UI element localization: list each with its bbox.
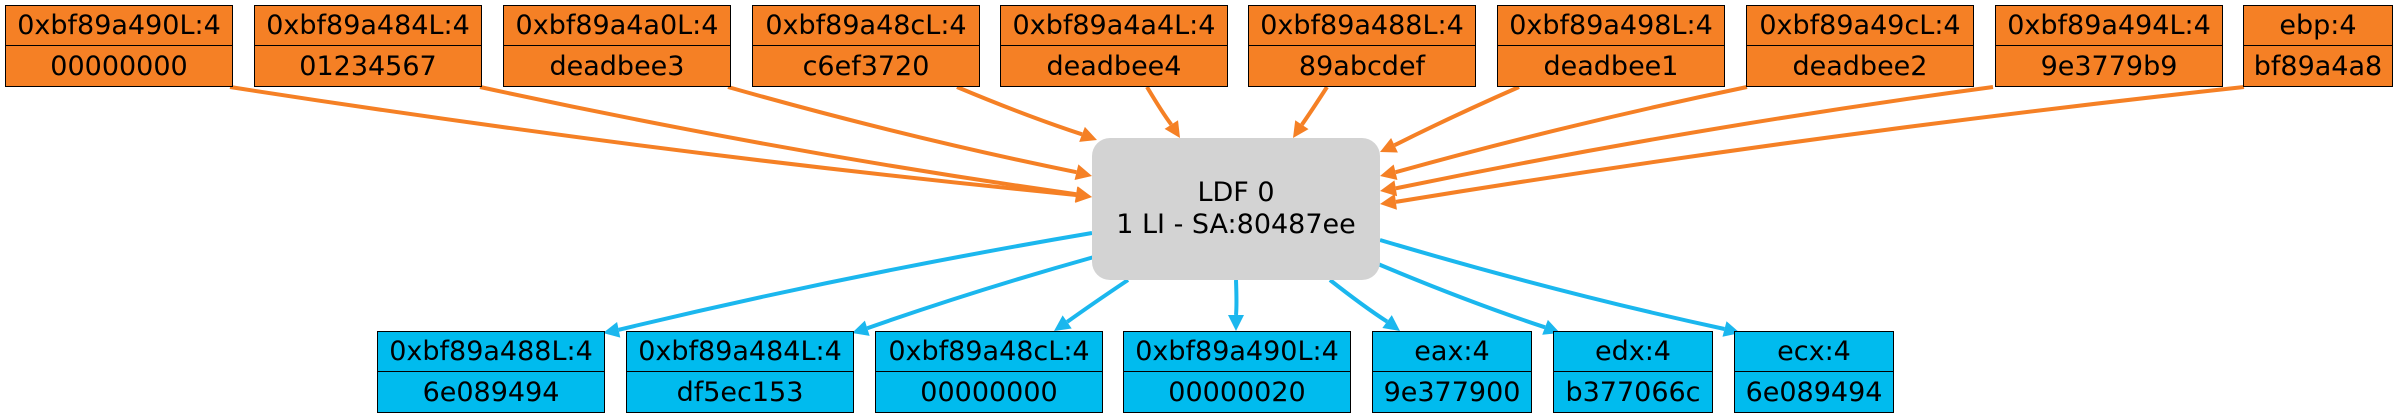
input-node-3[interactable]: 0xbf89a48cL:4 c6ef3720 <box>752 5 980 87</box>
output-node-6[interactable]: ecx:4 6e089494 <box>1734 331 1894 413</box>
output-node-label: 0xbf89a48cL:4 <box>876 332 1102 372</box>
input-node-value: 9e3779b9 <box>2040 50 2178 82</box>
input-node-value: deadbee4 <box>1046 50 1182 82</box>
input-node-label: 0xbf89a484L:4 <box>255 6 481 46</box>
center-node-subtitle: 1 LI - SA:80487ee <box>1116 209 1356 240</box>
input-node-4[interactable]: 0xbf89a4a4L:4 deadbee4 <box>1000 5 1228 87</box>
input-node-value: bf89a4a8 <box>2253 50 2383 82</box>
output-node-4[interactable]: eax:4 9e377900 <box>1372 331 1532 413</box>
input-edge-6 <box>1393 85 1520 148</box>
input-node-7[interactable]: 0xbf89a49cL:4 deadbee2 <box>1746 5 1974 87</box>
input-edge-4 <box>1145 85 1173 126</box>
input-edge-arrowhead-4 <box>1164 120 1180 138</box>
input-node-0[interactable]: 0xbf89a490L:4 00000000 <box>5 5 233 87</box>
output-node-label: 0xbf89a490L:4 <box>1124 332 1350 372</box>
output-edge-6 <box>1379 238 1725 331</box>
input-node-label: 0xbf89a490L:4 <box>6 6 232 46</box>
output-node-2[interactable]: 0xbf89a48cL:4 00000000 <box>875 331 1103 413</box>
input-node-label: 0xbf89a498L:4 <box>1498 6 1724 46</box>
input-edge-arrowhead-1 <box>1074 186 1092 203</box>
output-node-value: 6e089494 <box>1745 376 1883 408</box>
output-node-1[interactable]: 0xbf89a484L:4 df5ec153 <box>626 331 854 413</box>
output-node-3[interactable]: 0xbf89a490L:4 00000020 <box>1123 331 1351 413</box>
input-edge-9 <box>1395 85 2245 204</box>
input-node-1[interactable]: 0xbf89a484L:4 01234567 <box>254 5 482 87</box>
output-edge-0 <box>618 231 1093 332</box>
input-node-label: ebp:4 <box>2244 6 2392 46</box>
output-node-0[interactable]: 0xbf89a488L:4 6e089494 <box>377 331 605 413</box>
input-edge-5 <box>1300 85 1329 126</box>
input-node-2[interactable]: 0xbf89a4a0L:4 deadbee3 <box>503 5 731 87</box>
input-node-label: 0xbf89a48cL:4 <box>753 6 979 46</box>
input-node-value: 00000000 <box>50 50 188 82</box>
output-node-label: edx:4 <box>1554 332 1712 372</box>
output-node-value: b377066c <box>1565 376 1701 408</box>
output-node-value: df5ec153 <box>676 376 804 408</box>
input-node-5[interactable]: 0xbf89a488L:4 89abcdef <box>1248 5 1476 87</box>
input-node-label: 0xbf89a49cL:4 <box>1747 6 1973 46</box>
output-node-value: 9e377900 <box>1383 376 1521 408</box>
output-node-label: ecx:4 <box>1735 332 1893 372</box>
output-node-value: 00000020 <box>1168 376 1306 408</box>
input-edge-8 <box>1395 85 1994 191</box>
input-edge-arrowhead-3 <box>1079 126 1097 142</box>
output-node-5[interactable]: edx:4 b377066c <box>1553 331 1713 413</box>
input-node-6[interactable]: 0xbf89a498L:4 deadbee1 <box>1497 5 1725 87</box>
output-edge-4 <box>1328 278 1389 324</box>
output-edge-arrowhead-0 <box>603 321 621 338</box>
input-node-value: deadbee3 <box>549 50 685 82</box>
output-node-label: eax:4 <box>1373 332 1531 372</box>
input-node-value: 01234567 <box>299 50 437 82</box>
input-node-value: deadbee1 <box>1543 50 1679 82</box>
input-edge-arrowhead-9 <box>1380 193 1397 210</box>
input-node-value: deadbee2 <box>1792 50 1928 82</box>
input-edge-arrowhead-2 <box>1074 164 1092 180</box>
output-node-value: 00000000 <box>920 376 1058 408</box>
output-node-value: 6e089494 <box>422 376 560 408</box>
output-edge-arrowhead-3 <box>1228 315 1244 331</box>
output-node-label: 0xbf89a488L:4 <box>378 332 604 372</box>
output-edge-2 <box>1066 278 1130 324</box>
input-edge-1 <box>479 85 1077 197</box>
input-edge-0 <box>229 85 1077 197</box>
input-node-label: 0xbf89a494L:4 <box>1996 6 2222 46</box>
output-edge-arrowhead-2 <box>1054 315 1072 331</box>
center-node-ldf[interactable]: LDF 0 1 LI - SA:80487ee <box>1092 138 1380 280</box>
center-node-title: LDF 0 <box>1197 176 1275 208</box>
input-node-label: 0xbf89a4a4L:4 <box>1001 6 1227 46</box>
input-node-label: 0xbf89a4a0L:4 <box>504 6 730 46</box>
input-edge-arrowhead-5 <box>1293 120 1309 138</box>
input-edge-7 <box>1395 85 1748 175</box>
input-node-value: 89abcdef <box>1298 50 1426 82</box>
input-node-label: 0xbf89a488L:4 <box>1249 6 1475 46</box>
output-node-label: 0xbf89a484L:4 <box>627 332 853 372</box>
input-node-9[interactable]: ebp:4 bf89a4a8 <box>2243 5 2393 87</box>
output-edge-arrowhead-4 <box>1382 315 1400 331</box>
input-node-8[interactable]: 0xbf89a494L:4 9e3779b9 <box>1995 5 2223 87</box>
input-edge-arrowhead-7 <box>1380 164 1398 181</box>
input-edge-2 <box>727 85 1077 175</box>
output-edge-1 <box>866 255 1095 331</box>
input-edge-arrowhead-6 <box>1380 137 1398 153</box>
input-edge-3 <box>956 85 1083 137</box>
input-node-value: c6ef3720 <box>802 50 930 82</box>
output-edge-5 <box>1377 262 1546 330</box>
input-edge-arrowhead-8 <box>1380 180 1398 197</box>
output-edge-arrowhead-1 <box>852 320 870 336</box>
